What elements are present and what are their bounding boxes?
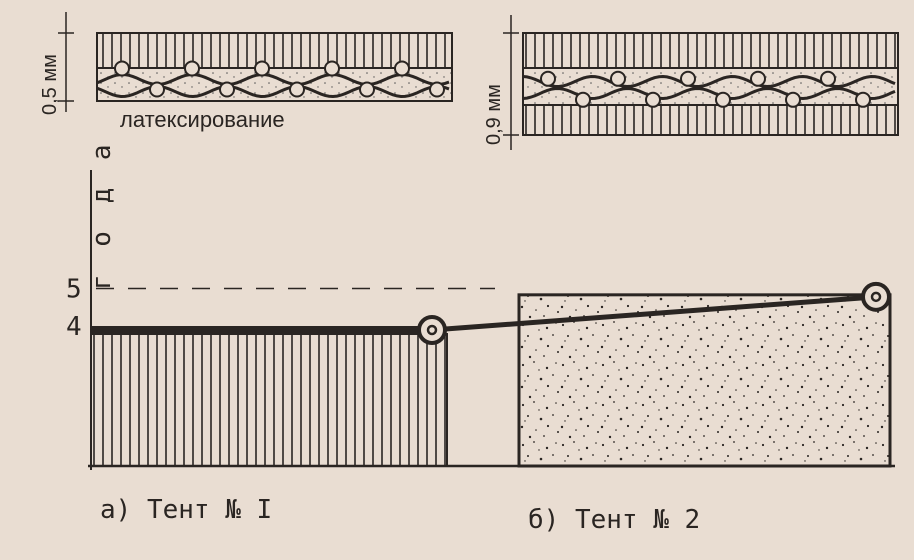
thickness-dimension-right: 0,9 мм [483,15,519,150]
durability-chart: г о д а 5 4 а) Тент № I б) Тент № 2 [66,138,895,535]
fiber-icon [219,81,235,98]
bar-tent-2 [517,293,892,468]
fiber-icon [750,70,766,87]
fiber-icon [324,60,340,77]
y-axis-label: г о д а [87,138,117,290]
fiber-icon [785,91,801,108]
durability-line-transition [431,294,877,333]
data-point-tent-1 [417,315,447,345]
fiber-icon [254,60,270,77]
thickness-label-left: 0,5 мм [39,54,61,115]
fiber-icon [855,91,871,108]
fiber-icon [394,60,410,77]
fiber-icon [680,70,696,87]
fiber-icon [645,91,661,108]
fiber-icon [540,70,556,87]
data-point-tent-2 [861,281,891,312]
fiber-icon [359,81,375,98]
fiber-icon [820,70,836,87]
fabric-tent-2-illustration [522,32,899,136]
fiber-icon [114,60,130,77]
data-point-center-icon [870,291,882,303]
fiber-icon [429,81,445,98]
thickness-label-right: 0,9 мм [483,84,505,145]
bar-tent-1 [90,333,448,467]
thickness-dimension-left: 0,5 мм [39,12,74,115]
fabric-tent-1-illustration [96,32,453,102]
y-tick-4: 4 [66,312,82,342]
fiber-icon [575,91,591,108]
fiber-icon [715,91,731,108]
category-label-tent-1: а) Тент № I [100,495,272,525]
y-tick-5: 5 [66,275,82,305]
fiber-icon [289,81,305,98]
coating-label: латексирование [120,107,285,132]
data-point-center-icon [426,324,438,336]
fiber-icon [149,81,165,98]
fiber-icon [610,70,626,87]
category-label-tent-2: б) Тент № 2 [528,505,700,535]
fiber-icon [184,60,200,77]
